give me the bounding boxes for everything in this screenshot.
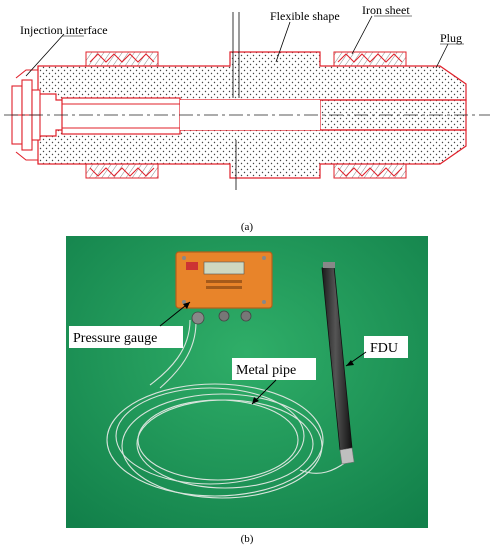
label-box-metal-pipe: Metal pipe	[232, 358, 316, 405]
iron-sheet-bottom-left	[85, 163, 159, 179]
iron-sheet-top-right	[333, 51, 407, 67]
caption-panel-a: (a)	[240, 221, 254, 233]
label-metal-pipe: Metal pipe	[236, 363, 296, 378]
label-plug: Plug	[440, 31, 462, 45]
label-fdu: FDU	[370, 341, 398, 356]
label-iron-sheet: Iron sheet	[362, 3, 410, 17]
iron-sheet-top-left	[85, 51, 159, 67]
panel-a-drawing: Injection interface Flexible shape Iron …	[4, 3, 490, 190]
central-cavity	[180, 100, 320, 130]
pressure-gauge-device	[175, 251, 273, 325]
fdu-rod	[321, 262, 355, 465]
label-pressure-gauge: Pressure gauge	[73, 331, 157, 346]
label-flexible-shape: Flexible shape	[270, 9, 340, 23]
panel-b-photo: Pressure gauge Metal pipe FDU	[66, 236, 428, 528]
label-injection-interface: Injection interface	[20, 23, 108, 37]
label-box-fdu: FDU	[345, 336, 408, 367]
upper-body-section	[37, 51, 467, 101]
metal-pipe-coil	[106, 319, 347, 499]
inner-tube-left	[61, 97, 181, 135]
iron-sheet-bottom-right	[333, 163, 407, 179]
caption-panel-b: (b)	[240, 533, 254, 545]
label-box-pressure-gauge: Pressure gauge	[69, 301, 191, 348]
